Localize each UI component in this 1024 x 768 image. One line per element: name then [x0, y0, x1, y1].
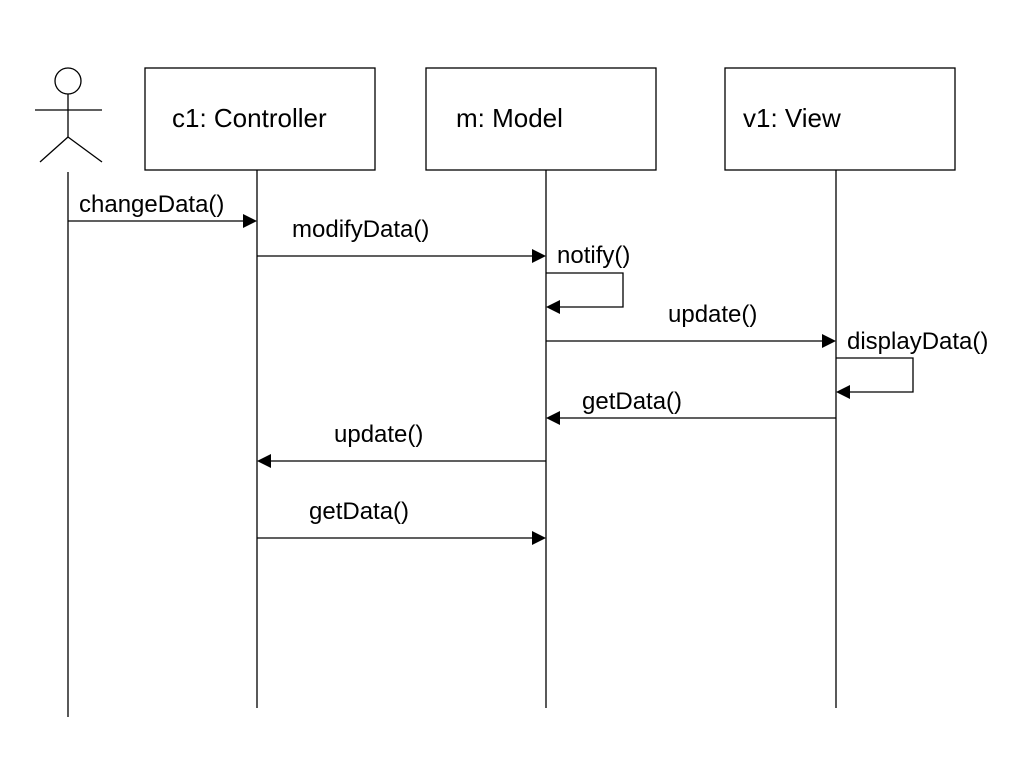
participant-m-label: m: Model: [456, 103, 563, 133]
message-self-loop: [836, 357, 914, 393]
arrowhead-icon: [546, 300, 560, 314]
participant-v1-box: [724, 67, 956, 171]
actor-left-leg: [39, 136, 69, 163]
message-notify: notify(): [546, 242, 630, 314]
arrowhead-icon: [822, 334, 836, 348]
arrowhead-icon: [532, 531, 546, 545]
message-getdata-view: getData(): [546, 388, 836, 425]
participant-c1-box: [144, 67, 376, 171]
message-self-loop: [546, 272, 624, 308]
arrowhead-icon: [836, 385, 850, 399]
message-label: notify(): [557, 242, 630, 269]
actor-user: [35, 67, 103, 163]
message-update-view: update(): [546, 301, 836, 348]
participant-v1: v1: View: [724, 67, 956, 171]
arrowhead-icon: [257, 454, 271, 468]
message-update-controller: update(): [257, 421, 546, 468]
arrowhead-icon: [546, 411, 560, 425]
actor-right-leg: [67, 136, 103, 163]
arrowhead-icon: [243, 214, 257, 228]
actor-head: [54, 67, 82, 95]
message-getdata-controller: getData(): [257, 498, 546, 545]
message-changedata: changeData(): [68, 191, 257, 228]
message-label: modifyData(): [292, 216, 429, 243]
message-displaydata: displayData(): [836, 328, 988, 399]
participant-m: m: Model: [425, 67, 657, 171]
message-modifydata: modifyData(): [257, 216, 546, 263]
message-label: getData(): [309, 498, 409, 525]
message-label: update(): [334, 421, 423, 448]
message-label: displayData(): [847, 328, 988, 355]
message-label: getData(): [582, 388, 682, 415]
arrowhead-icon: [532, 249, 546, 263]
message-label: changeData(): [79, 191, 224, 218]
participant-c1: c1: Controller: [144, 67, 376, 171]
participant-c1-label: c1: Controller: [172, 103, 327, 133]
participant-v1-label: v1: View: [743, 103, 841, 133]
message-label: update(): [668, 301, 757, 328]
participant-m-box: [425, 67, 657, 171]
